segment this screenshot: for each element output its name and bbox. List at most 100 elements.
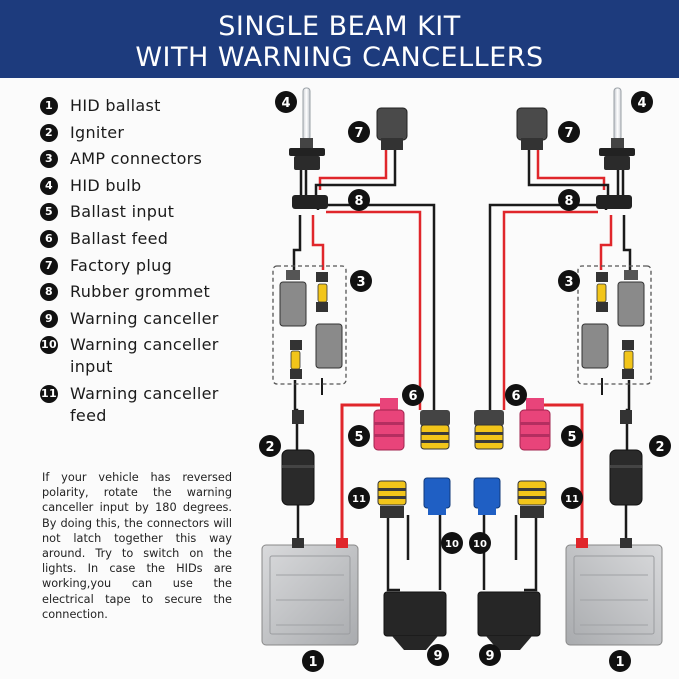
badge-number: 4 [281, 96, 290, 111]
badge-1-right: 1 [609, 650, 631, 672]
left-warning-canceller [383, 591, 447, 650]
right-amp-connectors [581, 270, 645, 379]
legend-number: 6 [40, 229, 58, 248]
legend-label: Warning canceller feed [70, 383, 219, 425]
title-line-1: SINGLE BEAM KIT [218, 11, 461, 42]
badge-3-right: 3 [558, 270, 580, 292]
legend-item-6: 6 Ballast feed [40, 228, 260, 250]
polarity-note: If your vehicle has reversed polarity, r… [42, 471, 232, 621]
badge-6-left: 6 [402, 384, 424, 406]
badge-number: 11 [565, 494, 579, 505]
right-ballast-input [519, 398, 551, 451]
legend-label: HID ballast [70, 96, 161, 115]
right-ballast-feed [474, 410, 504, 450]
badge-4-left: 4 [275, 91, 297, 113]
title-banner: SINGLE BEAM KIT WITH WARNING CANCELLERS [0, 0, 679, 78]
left-ballast-input [373, 398, 405, 451]
right-warning-canceller [477, 591, 541, 650]
badge-number: 5 [354, 430, 363, 445]
badge-11-right: 11 [561, 487, 583, 509]
legend-number: 8 [40, 283, 58, 302]
right-igniter [609, 410, 643, 506]
badge-3-left: 3 [350, 270, 372, 292]
badge-5-right: 5 [561, 425, 583, 447]
badge-9-left: 9 [427, 644, 449, 666]
callout-badges: 4 7 8 3 6 5 2 11 10 9 1 4 7 8 3 6 5 2 11… [259, 91, 671, 672]
right-canceller-feed [517, 480, 547, 518]
badge-number: 8 [564, 194, 573, 209]
legend-label: Igniter [70, 122, 125, 142]
left-hid-bulb [289, 87, 325, 170]
badge-number: 6 [408, 389, 417, 404]
badge-number: 1 [308, 655, 317, 670]
left-hid-ballast [261, 538, 359, 646]
left-rubber-grommet [292, 195, 328, 209]
legend-item-11: 11 Warning canceller feed [40, 383, 260, 427]
legend-number: 9 [40, 309, 58, 328]
badge-10-right: 10 [469, 532, 491, 554]
badge-number: 10 [473, 539, 487, 550]
left-igniter [281, 410, 315, 506]
left-amp-box [272, 265, 347, 385]
legend-label: Rubber grommet [70, 282, 211, 302]
left-factory-plug [376, 107, 408, 150]
badge-number: 10 [445, 539, 459, 550]
badge-10-left: 10 [441, 532, 463, 554]
left-feed-wire-black [326, 203, 436, 410]
legend-number: 2 [40, 123, 58, 142]
badge-2-left: 2 [259, 435, 281, 457]
badge-number: 11 [352, 494, 366, 505]
right-canceller-input [473, 477, 501, 515]
legend-item-9: 9 Warning canceller [40, 308, 260, 330]
badge-number: 1 [615, 655, 624, 670]
left-amp-connectors [279, 270, 343, 379]
right-hid-bulb [599, 87, 635, 170]
right-amp-box [577, 265, 652, 385]
badge-number: 3 [356, 275, 365, 290]
legend-item-7: 7 Factory plug [40, 255, 260, 277]
badge-2-right: 2 [649, 435, 671, 457]
legend-number: 7 [40, 256, 58, 275]
badge-number: 2 [655, 440, 664, 455]
badge-number: 5 [567, 430, 576, 445]
legend-label: Warning canceller [70, 308, 219, 328]
legend-number: 3 [40, 150, 58, 169]
legend-label: HID bulb [70, 175, 142, 195]
legend-label: Factory plug [70, 255, 173, 275]
legend-number: 10 [40, 336, 58, 355]
badge-5-left: 5 [348, 425, 370, 447]
badge-8-left: 8 [348, 189, 370, 211]
left-ballast-feed [420, 410, 450, 450]
badge-number: 7 [564, 126, 573, 141]
badge-1-left: 1 [302, 650, 324, 672]
legend-label: AMP connectors [70, 149, 203, 169]
legend-item-3: 3 AMP connectors [40, 148, 260, 170]
legend-number: 11 [40, 384, 58, 403]
right-harness [473, 87, 663, 650]
badge-number: 6 [511, 389, 520, 404]
legend-label: Ballast feed [70, 228, 169, 248]
right-factory-plug [516, 107, 548, 150]
left-feed-wire-red [326, 210, 422, 410]
right-hid-ballast [565, 538, 663, 646]
title-line-2: WITH WARNING CANCELLERS [135, 42, 544, 73]
legend-number: 5 [40, 203, 58, 222]
badge-number: 9 [433, 649, 442, 664]
legend-label: Ballast input [70, 202, 175, 222]
badge-number: 4 [637, 96, 646, 111]
badge-number: 9 [485, 649, 494, 664]
badge-number: 3 [564, 275, 573, 290]
badge-number: 7 [354, 126, 363, 141]
left-bulb-wire-red [311, 215, 325, 270]
badge-6-right: 6 [505, 384, 527, 406]
badge-4-right: 4 [631, 91, 653, 113]
badge-7-left: 7 [348, 121, 370, 143]
badge-number: 8 [354, 194, 363, 209]
badge-11-left: 11 [348, 487, 370, 509]
